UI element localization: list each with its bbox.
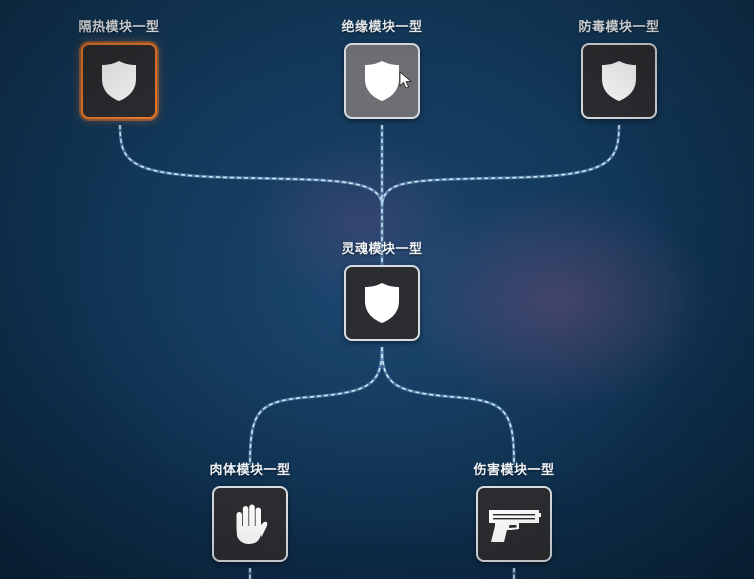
skill-node-antitoxin-button[interactable] xyxy=(581,43,657,119)
skill-node-soul: 灵魂模块一型 xyxy=(322,241,442,341)
mouse-cursor-icon xyxy=(399,71,413,89)
skill-node-insulation-button[interactable] xyxy=(344,43,420,119)
skill-node-antitoxin: 防毒模块一型 xyxy=(559,19,679,119)
skill-node-damage-button[interactable] xyxy=(476,486,552,562)
skill-node-label: 隔热模块一型 xyxy=(78,20,160,35)
skill-node-flesh: 肉体模块一型 xyxy=(190,462,310,562)
shield-icon xyxy=(365,283,399,323)
skill-node-flesh-button[interactable] xyxy=(212,486,288,562)
skill-node-label: 绝缘模块一型 xyxy=(341,20,423,35)
skill-node-insulation: 绝缘模块一型 xyxy=(322,19,442,119)
shield-icon xyxy=(602,61,636,101)
shield-icon xyxy=(365,61,399,101)
skill-node-heat-button[interactable] xyxy=(81,43,157,119)
skill-node-damage: 伤害模块一型 xyxy=(454,462,574,562)
skill-node-label: 灵魂模块一型 xyxy=(341,242,423,257)
hand-icon xyxy=(236,504,268,544)
pistol-icon xyxy=(489,510,541,542)
skill-node-heat: 隔热模块一型 xyxy=(59,19,179,119)
skill-node-label: 伤害模块一型 xyxy=(473,463,555,478)
shield-icon xyxy=(102,61,136,101)
connector-group xyxy=(118,124,621,579)
skill-node-label: 防毒模块一型 xyxy=(578,20,660,35)
skill-node-label: 肉体模块一型 xyxy=(209,463,291,478)
skill-node-soul-button[interactable] xyxy=(344,265,420,341)
